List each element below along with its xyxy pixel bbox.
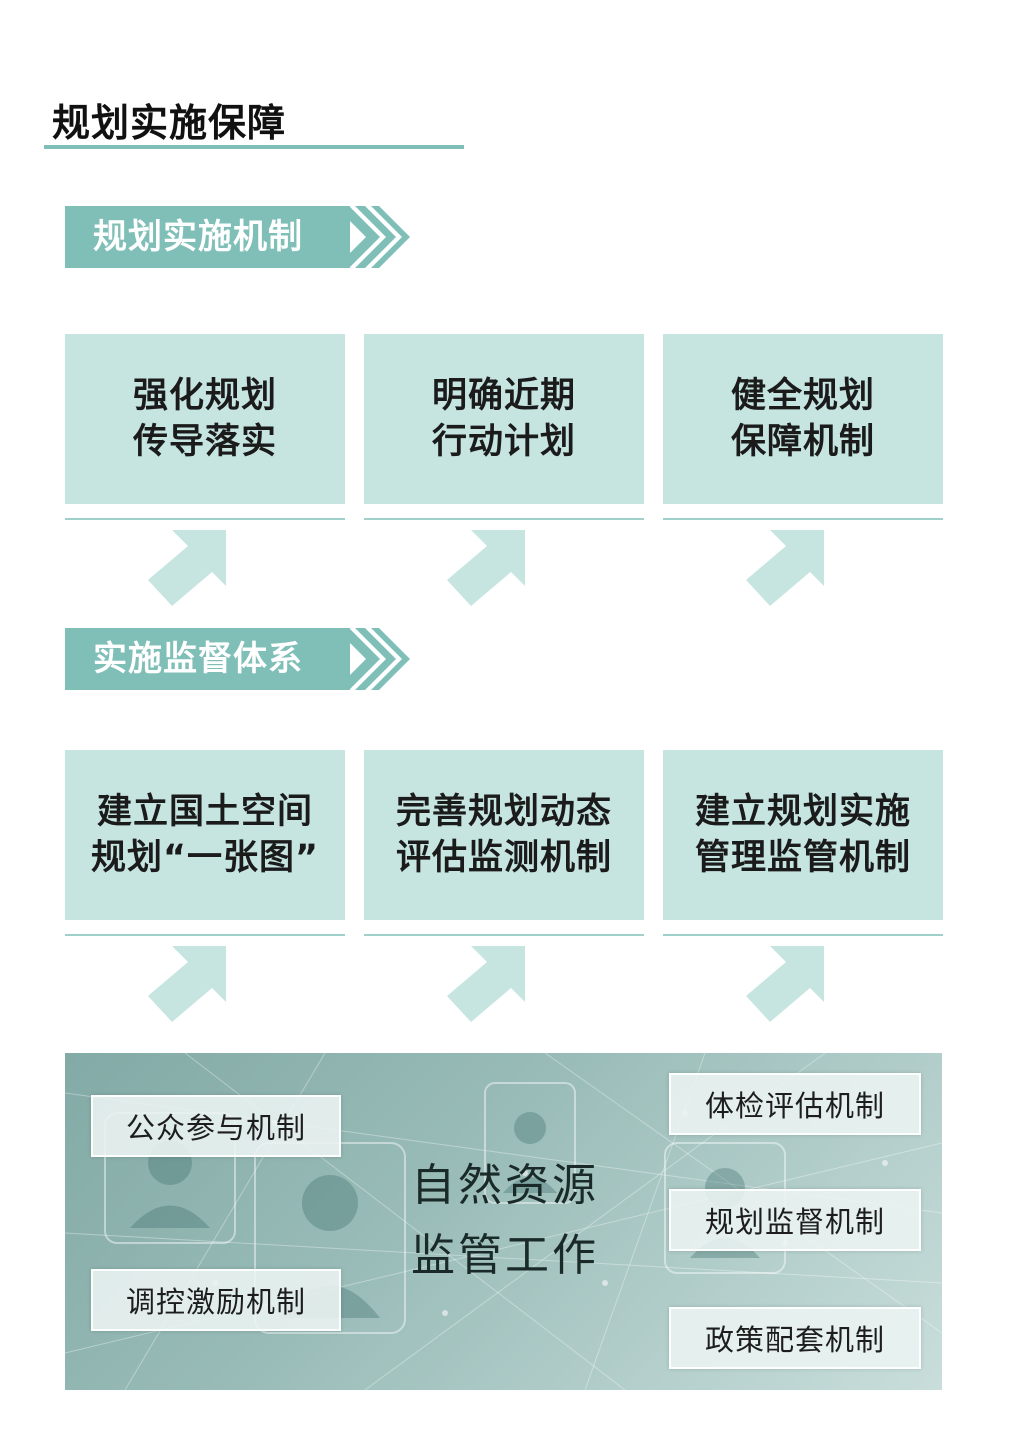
section-label: 实施监督体系	[93, 639, 303, 679]
card-text: 建立国土空间 规划“一张图”	[91, 789, 319, 881]
card-text: 明确近期 行动计划	[432, 373, 576, 465]
card-line: 行动计划	[431, 422, 576, 462]
card-line: 健全规划	[730, 376, 875, 416]
card-line: 明确近期	[431, 376, 576, 416]
arrow-up-right-icon	[447, 530, 525, 606]
card-divider	[65, 934, 345, 936]
card-text: 建立规划实施 管理监管机制	[695, 789, 911, 881]
card-divider	[65, 518, 345, 520]
public-participation-box: 公众参与机制	[91, 1095, 341, 1157]
card-line: 完善规划动态	[395, 792, 612, 832]
card-line: 规划“一张图”	[90, 838, 319, 878]
card-text: 强化规划 传导落实	[133, 373, 277, 465]
title-underline	[44, 145, 464, 149]
card-text: 完善规划动态 评估监测机制	[396, 789, 612, 881]
supervision-work-panel: 公众参与机制 调控激励机制 自然资源 监管工作 体检评估机制 规划监督机制 政策…	[65, 1053, 942, 1390]
policy-support-box: 政策配套机制	[669, 1307, 921, 1369]
arrow-up-right-icon	[746, 530, 824, 606]
section-banner-supervision: 实施监督体系	[65, 628, 415, 690]
card-supervision-mechanism: 建立规划实施 管理监管机制	[663, 750, 943, 920]
card-line: 保障机制	[730, 422, 875, 462]
plan-supervision-box: 规划监督机制	[669, 1189, 921, 1251]
card-guarantee-mechanism: 健全规划 保障机制	[663, 334, 943, 504]
double-chevron-right-icon	[335, 628, 410, 690]
center-title: 自然资源 监管工作	[405, 1151, 605, 1291]
health-check-box: 体检评估机制	[669, 1073, 921, 1135]
card-line: 管理监管机制	[694, 838, 911, 878]
arrow-up-right-icon	[746, 946, 824, 1022]
arrow-up-right-icon	[148, 946, 226, 1022]
section-banner-implementation: 规划实施机制	[65, 206, 415, 268]
banner-bar	[65, 206, 350, 268]
center-line: 自然资源	[411, 1160, 599, 1211]
card-divider	[663, 518, 943, 520]
page-title: 规划实施保障	[52, 101, 287, 145]
card-strengthen-plan: 强化规划 传导落实	[65, 334, 345, 504]
card-dynamic-evaluation: 完善规划动态 评估监测机制	[364, 750, 644, 920]
incentive-regulation-box: 调控激励机制	[91, 1269, 341, 1331]
card-line: 传导落实	[132, 422, 277, 462]
card-action-plan: 明确近期 行动计划	[364, 334, 644, 504]
card-divider	[663, 934, 943, 936]
card-line: 建立规划实施	[694, 792, 911, 832]
card-line: 建立国土空间	[96, 792, 313, 832]
card-divider	[364, 934, 644, 936]
arrow-up-right-icon	[148, 530, 226, 606]
card-divider	[364, 518, 644, 520]
card-one-map: 建立国土空间 规划“一张图”	[65, 750, 345, 920]
arrow-up-right-icon	[447, 946, 525, 1022]
center-line: 监管工作	[411, 1230, 599, 1281]
card-text: 健全规划 保障机制	[731, 373, 875, 465]
banner-bar	[65, 628, 350, 690]
card-line: 评估监测机制	[395, 838, 612, 878]
double-chevron-right-icon	[335, 206, 410, 268]
section-label: 规划实施机制	[93, 217, 303, 257]
card-line: 强化规划	[132, 376, 277, 416]
